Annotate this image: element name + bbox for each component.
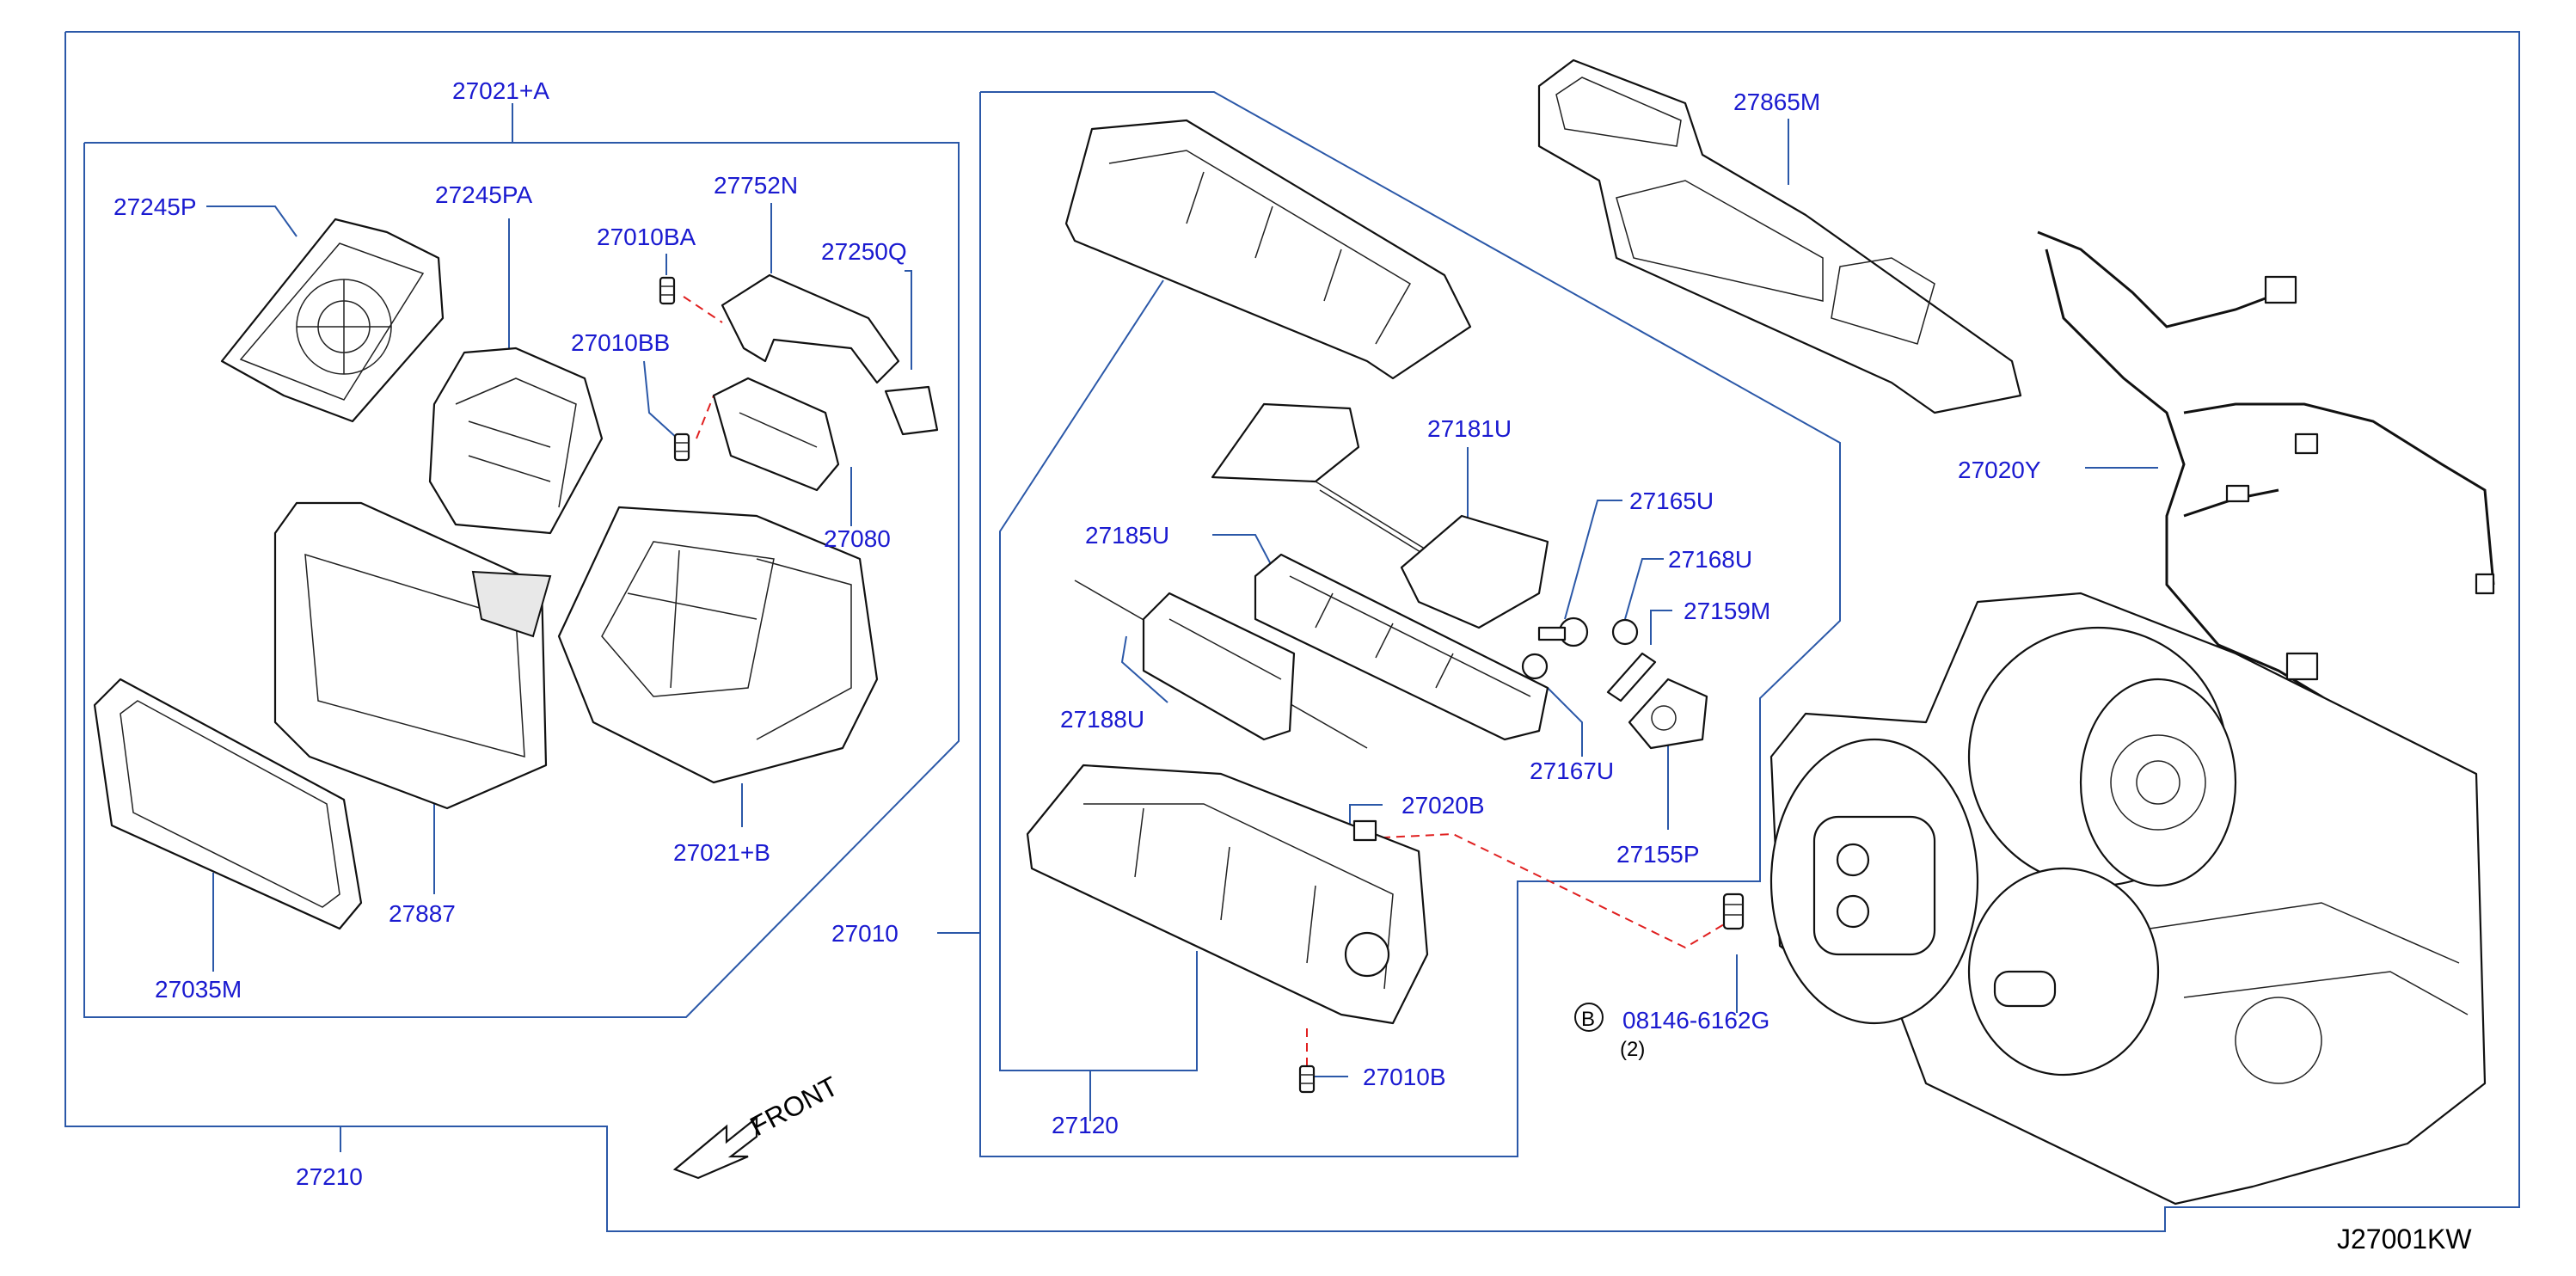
actuator-27080 — [712, 377, 840, 492]
duct-27887 — [273, 501, 552, 810]
bracket-27752N — [721, 273, 900, 384]
label-27021B: 27021+B — [673, 839, 770, 866]
filter-seal-27035M — [93, 678, 363, 930]
label-27167U: 27167U — [1530, 758, 1614, 784]
link-27168U — [1611, 618, 1639, 646]
label-bolt-08146: 08146-6162G — [1622, 1007, 1769, 1034]
label-bolt-qty: (2) — [1620, 1038, 1645, 1061]
label-27188U: 27188U — [1060, 706, 1144, 733]
label-27210: 27210 — [296, 1163, 363, 1190]
label-27887: 27887 — [389, 900, 456, 927]
label-27010B: 27010B — [1363, 1064, 1446, 1090]
screw-27010BA-icon — [659, 276, 676, 305]
upper-case-27010 — [1064, 119, 1472, 380]
label-27181U: 27181U — [1427, 415, 1512, 442]
label-27155P: 27155P — [1616, 841, 1700, 868]
screw-27010BB-icon — [673, 432, 690, 462]
link-27165U — [1537, 617, 1589, 647]
harness-27020Y — [2037, 230, 2495, 715]
label-27010BA: 27010BA — [597, 224, 696, 250]
cover-27245P — [220, 218, 445, 423]
label-27021A: 27021+A — [452, 77, 549, 104]
label-27035M: 27035M — [155, 976, 242, 1003]
fastener-path-27010BB — [696, 395, 715, 439]
screw-27010B-icon — [1298, 1064, 1316, 1094]
front-label: FRONT — [745, 1070, 843, 1143]
label-27020B: 27020B — [1401, 792, 1485, 819]
duct-27865M — [1537, 58, 2022, 414]
label-27752N: 27752N — [714, 172, 798, 199]
label-27168U: 27168U — [1668, 546, 1752, 573]
housing-27245PA — [428, 347, 604, 535]
label-27010BB: 27010BB — [571, 329, 670, 356]
outer-frame-27210 — [64, 31, 2520, 1232]
lower-case-27021B — [557, 506, 879, 784]
clip-27020B — [1352, 819, 1377, 842]
bolt-marker-letter: B — [1581, 1008, 1595, 1031]
label-27159M: 27159M — [1684, 598, 1770, 624]
clip-27250Q — [884, 385, 939, 436]
label-27185U: 27185U — [1085, 522, 1169, 549]
bolt-08146-icon — [1722, 893, 1745, 930]
hvac-assembly-27210 — [1769, 592, 2487, 1205]
door-27181U — [1211, 402, 1549, 629]
label-27250Q: 27250Q — [821, 238, 907, 265]
label-27245PA: 27245PA — [435, 181, 532, 208]
label-27120: 27120 — [1052, 1112, 1119, 1138]
label-27010: 27010 — [831, 920, 899, 947]
link-27167U — [1521, 653, 1549, 680]
label-27020Y: 27020Y — [1958, 457, 2041, 483]
leader-lines — [206, 103, 2158, 1152]
lower-case-27120 — [1026, 764, 1429, 1025]
diagram-code: J27001KW — [2337, 1224, 2472, 1255]
gear-27155P — [1628, 678, 1708, 750]
case-frame-27010 — [979, 91, 1841, 1157]
fastener-path-27010BA — [683, 296, 723, 323]
fastener-path-bolt — [1366, 832, 1725, 949]
label-27865M: 27865M — [1733, 89, 1820, 115]
front-arrow-icon — [672, 1115, 758, 1180]
door-27188U — [1074, 580, 1368, 749]
blower-frame-27021A — [83, 142, 960, 1018]
bolt-marker-circle — [1574, 1003, 1604, 1032]
label-27080: 27080 — [824, 525, 891, 552]
link-27159M — [1606, 652, 1657, 702]
label-27165U: 27165U — [1629, 488, 1714, 514]
door-27185U — [1254, 553, 1549, 741]
label-27245P: 27245P — [113, 193, 197, 220]
